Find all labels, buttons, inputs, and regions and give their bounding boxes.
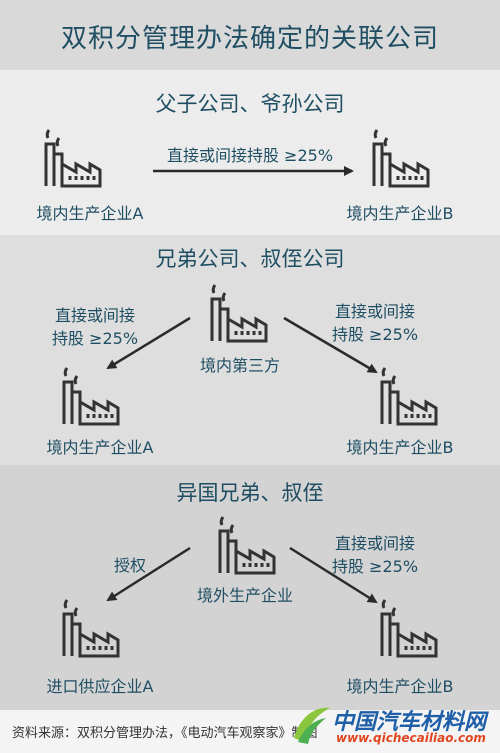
relation-label-right-line1: 直接或间接: [334, 534, 415, 553]
relation-label: 直接或间接持股 ≥25%: [166, 146, 334, 165]
source-note: 资料来源：双积分管理办法，《电动汽车观察家》制图: [12, 726, 318, 741]
third-party-label: 境内第三方: [199, 356, 280, 375]
relation-label-left: 授权: [113, 556, 146, 575]
factory-icon: [218, 516, 276, 575]
factory-icon: [62, 599, 120, 658]
logo-url: www.qichecailiao.com: [336, 731, 486, 745]
relation-label-right-line2: 持股 ≥25%: [331, 557, 419, 576]
company-b-label: 境内生产企业B: [346, 677, 454, 696]
foreign-producer-label: 境外生产企业: [196, 586, 293, 605]
company-a-label: 境内生产企业A: [36, 204, 144, 223]
section-3-title: 异国兄弟、叔侄: [176, 481, 324, 505]
factory-icon: [380, 599, 438, 658]
importer-a-label: 进口供应企业A: [46, 677, 154, 696]
company-b-label: 境内生产企业B: [346, 204, 454, 223]
company-a-label: 境内生产企业A: [46, 438, 154, 457]
factory-icon: [380, 367, 438, 426]
factory-icon: [210, 284, 268, 343]
relation-label-right-line2: 持股 ≥25%: [331, 325, 419, 344]
page-title: 双积分管理办法确定的关联公司: [60, 24, 439, 54]
relation-label-right-line1: 直接或间接: [334, 302, 415, 321]
section-2-band: [0, 235, 500, 465]
title-band: [0, 0, 500, 70]
section-1-title: 父子公司、爷孙公司: [155, 92, 345, 116]
section-1-band: [0, 70, 500, 235]
logo-text: 中国汽车材料网: [332, 710, 487, 735]
site-logo: 中国汽车材料网 www.qichecailiao.com: [290, 698, 495, 750]
relation-label-left-line2: 持股 ≥25%: [51, 329, 139, 348]
relation-label-left-line1: 直接或间接: [54, 306, 135, 325]
factory-icon: [372, 129, 430, 188]
footer-band: [0, 710, 500, 753]
logo-swoosh-icon: [294, 707, 330, 744]
company-b-label: 境内生产企业B: [346, 438, 454, 457]
factory-icon: [62, 367, 120, 426]
factory-icon: [44, 129, 102, 188]
section-2-title: 兄弟公司、叔侄公司: [155, 247, 345, 271]
section-3-band: [0, 465, 500, 710]
